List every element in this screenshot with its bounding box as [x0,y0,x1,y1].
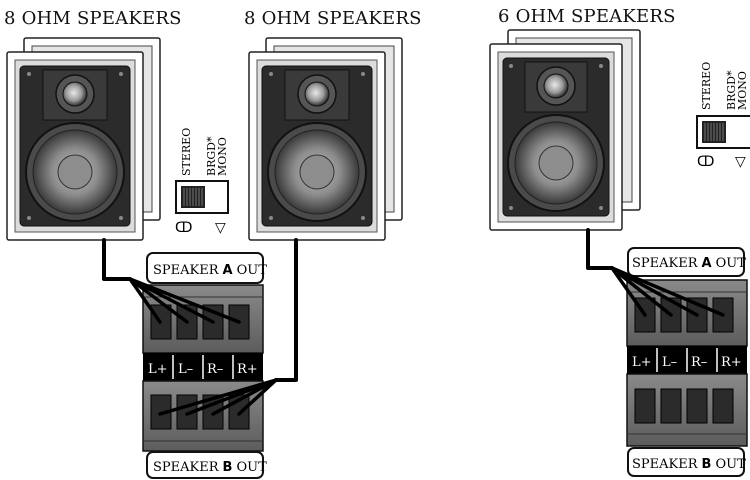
switch-stereo-label: STEREO [180,128,193,176]
left-speakers-title: 8 OHM SPEAKERS [4,8,182,29]
mono-symbol-icon: ▽ [215,220,226,236]
middle-speakers-title: 8 OHM SPEAKERS [244,8,422,29]
channel-l-plus: L+ [632,355,652,370]
terminal-b-slots [634,388,734,424]
out-word: OUT [236,460,267,475]
channel-l-minus: L– [662,355,677,370]
speaker-wires [102,228,725,416]
channel-r-plus: R+ [237,362,258,377]
right-speakers-title: 6 OHM SPEAKERS [498,6,676,27]
switch-mono-label: MONO [736,71,749,110]
mode-switch-right: STEREO BRGD* MONO ↀ ▽ [696,62,750,170]
tweeter-icon [543,73,569,99]
channel-r-minus: R– [207,362,223,377]
channel-b-letter: B [223,460,233,475]
channel-r-minus: R– [691,355,707,370]
left-speaker-pair [6,37,161,241]
woofer-dustcap [538,145,574,181]
tweeter-icon [304,81,330,107]
switch-brgd-label: BRGD* [725,70,738,110]
channel-l-minus: L– [178,362,193,377]
speaker-word: SPEAKER [632,457,699,472]
left-speaker-cable [102,238,132,281]
woofer-dustcap [57,154,93,190]
speaker-b-out-label [627,447,745,477]
speaker-word: SPEAKER [153,263,220,278]
channel-a-letter: A [702,256,712,271]
out-word: OUT [715,457,746,472]
speaker-b-out-label [146,451,264,479]
out-word: OUT [237,263,268,278]
tweeter-icon [62,81,88,107]
channel-a-letter: A [223,263,233,278]
speaker-a-out-label [146,252,264,284]
out-word: OUT [716,256,747,271]
channel-r-plus: R+ [721,355,742,370]
mode-switch-left: STEREO BRGD* MONO ↀ ▽ [175,128,229,236]
stereo-symbol-icon: ↀ [697,154,714,170]
stereo-symbol-icon: ↀ [175,220,192,236]
speaker-word: SPEAKER [153,460,220,475]
woofer-dustcap [299,154,335,190]
middle-speaker-cable [274,238,298,382]
channel-b-letter: B [702,457,712,472]
mono-symbol-icon: ▽ [735,154,746,170]
switch-brgd-label: BRGD* [205,136,218,176]
speaker-a-out-label [627,247,745,277]
switch-stereo-label: STEREO [700,62,713,110]
right-speaker-pair [489,29,641,231]
middle-speaker-pair [248,37,403,241]
right-speaker-cable [586,228,614,270]
switch-mono-label: MONO [216,137,229,176]
speaker-word: SPEAKER [632,256,699,271]
channel-l-plus: L+ [148,362,168,377]
